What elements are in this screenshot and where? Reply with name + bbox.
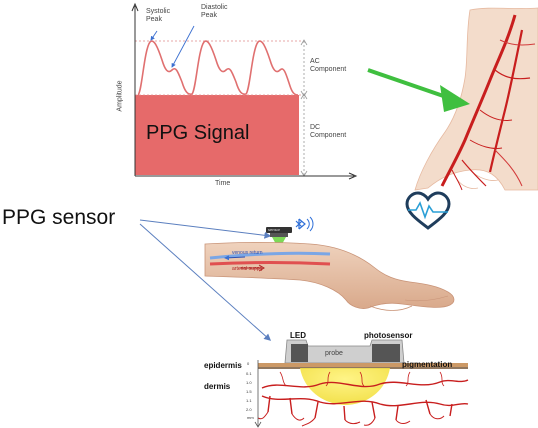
arterial-supply-label: arterial supply xyxy=(232,266,264,272)
depth-tick: 2.0 xyxy=(246,407,252,412)
forearm-shape xyxy=(204,242,455,309)
ppg-signal-label: PPG Signal xyxy=(146,122,250,144)
diastolic-peak-label: Diastolic Peak xyxy=(201,4,228,19)
probe-label: probe xyxy=(325,350,343,357)
epidermis-layer xyxy=(258,363,468,367)
led-label: LED xyxy=(290,331,306,340)
green-pointer-arrow xyxy=(367,68,456,102)
sensor-device-label: sensor xyxy=(268,227,281,232)
depth-tick: 0 xyxy=(247,361,250,366)
diastolic-pointer xyxy=(171,25,195,68)
ac-component-label: AC Component xyxy=(310,58,347,73)
systolic-pointer xyxy=(150,30,158,41)
photosensor-label: photosensor xyxy=(364,331,413,340)
depth-tick: 1.5 xyxy=(246,389,252,394)
depth-tick: 1.1 xyxy=(246,398,252,403)
dc-component-region xyxy=(135,95,299,175)
dermis-label: dermis xyxy=(204,382,231,391)
arterial-vessel xyxy=(209,261,331,266)
pigmentation-label: pigmentation xyxy=(402,360,453,369)
y-axis-label: Amplitude xyxy=(116,80,124,112)
led-emitter xyxy=(291,344,308,362)
sensor-pointer-arrows xyxy=(139,219,272,341)
dc-component-label: DC Component xyxy=(310,124,347,139)
light-path-glow xyxy=(300,368,390,405)
systolic-peak-label: Systolic Peak xyxy=(146,8,171,23)
arm-anatomy-illustration xyxy=(367,7,538,191)
depth-tick: 0.1 xyxy=(246,371,252,376)
photosensor-element xyxy=(372,344,400,362)
epidermis-label: epidermis xyxy=(204,361,242,370)
venous-return-label: venous return xyxy=(232,250,263,256)
depth-tick: 1.0 xyxy=(246,380,252,385)
heart-monitor-icon xyxy=(405,191,451,230)
ppg-waveform-chart xyxy=(131,2,358,180)
skin-cross-section xyxy=(254,339,469,428)
pulse-waveform xyxy=(137,40,299,96)
ppg-sensor-title: PPG sensor xyxy=(2,206,116,229)
venous-vessel xyxy=(209,251,331,260)
wrist-hand-illustration xyxy=(204,242,455,311)
bluetooth-icon xyxy=(295,216,314,232)
depth-tick: mm xyxy=(247,415,254,420)
arm-silhouette xyxy=(414,7,538,191)
x-axis-label: Time xyxy=(215,180,231,187)
radial-artery xyxy=(440,14,517,187)
wrist-sensor-device xyxy=(266,227,292,246)
